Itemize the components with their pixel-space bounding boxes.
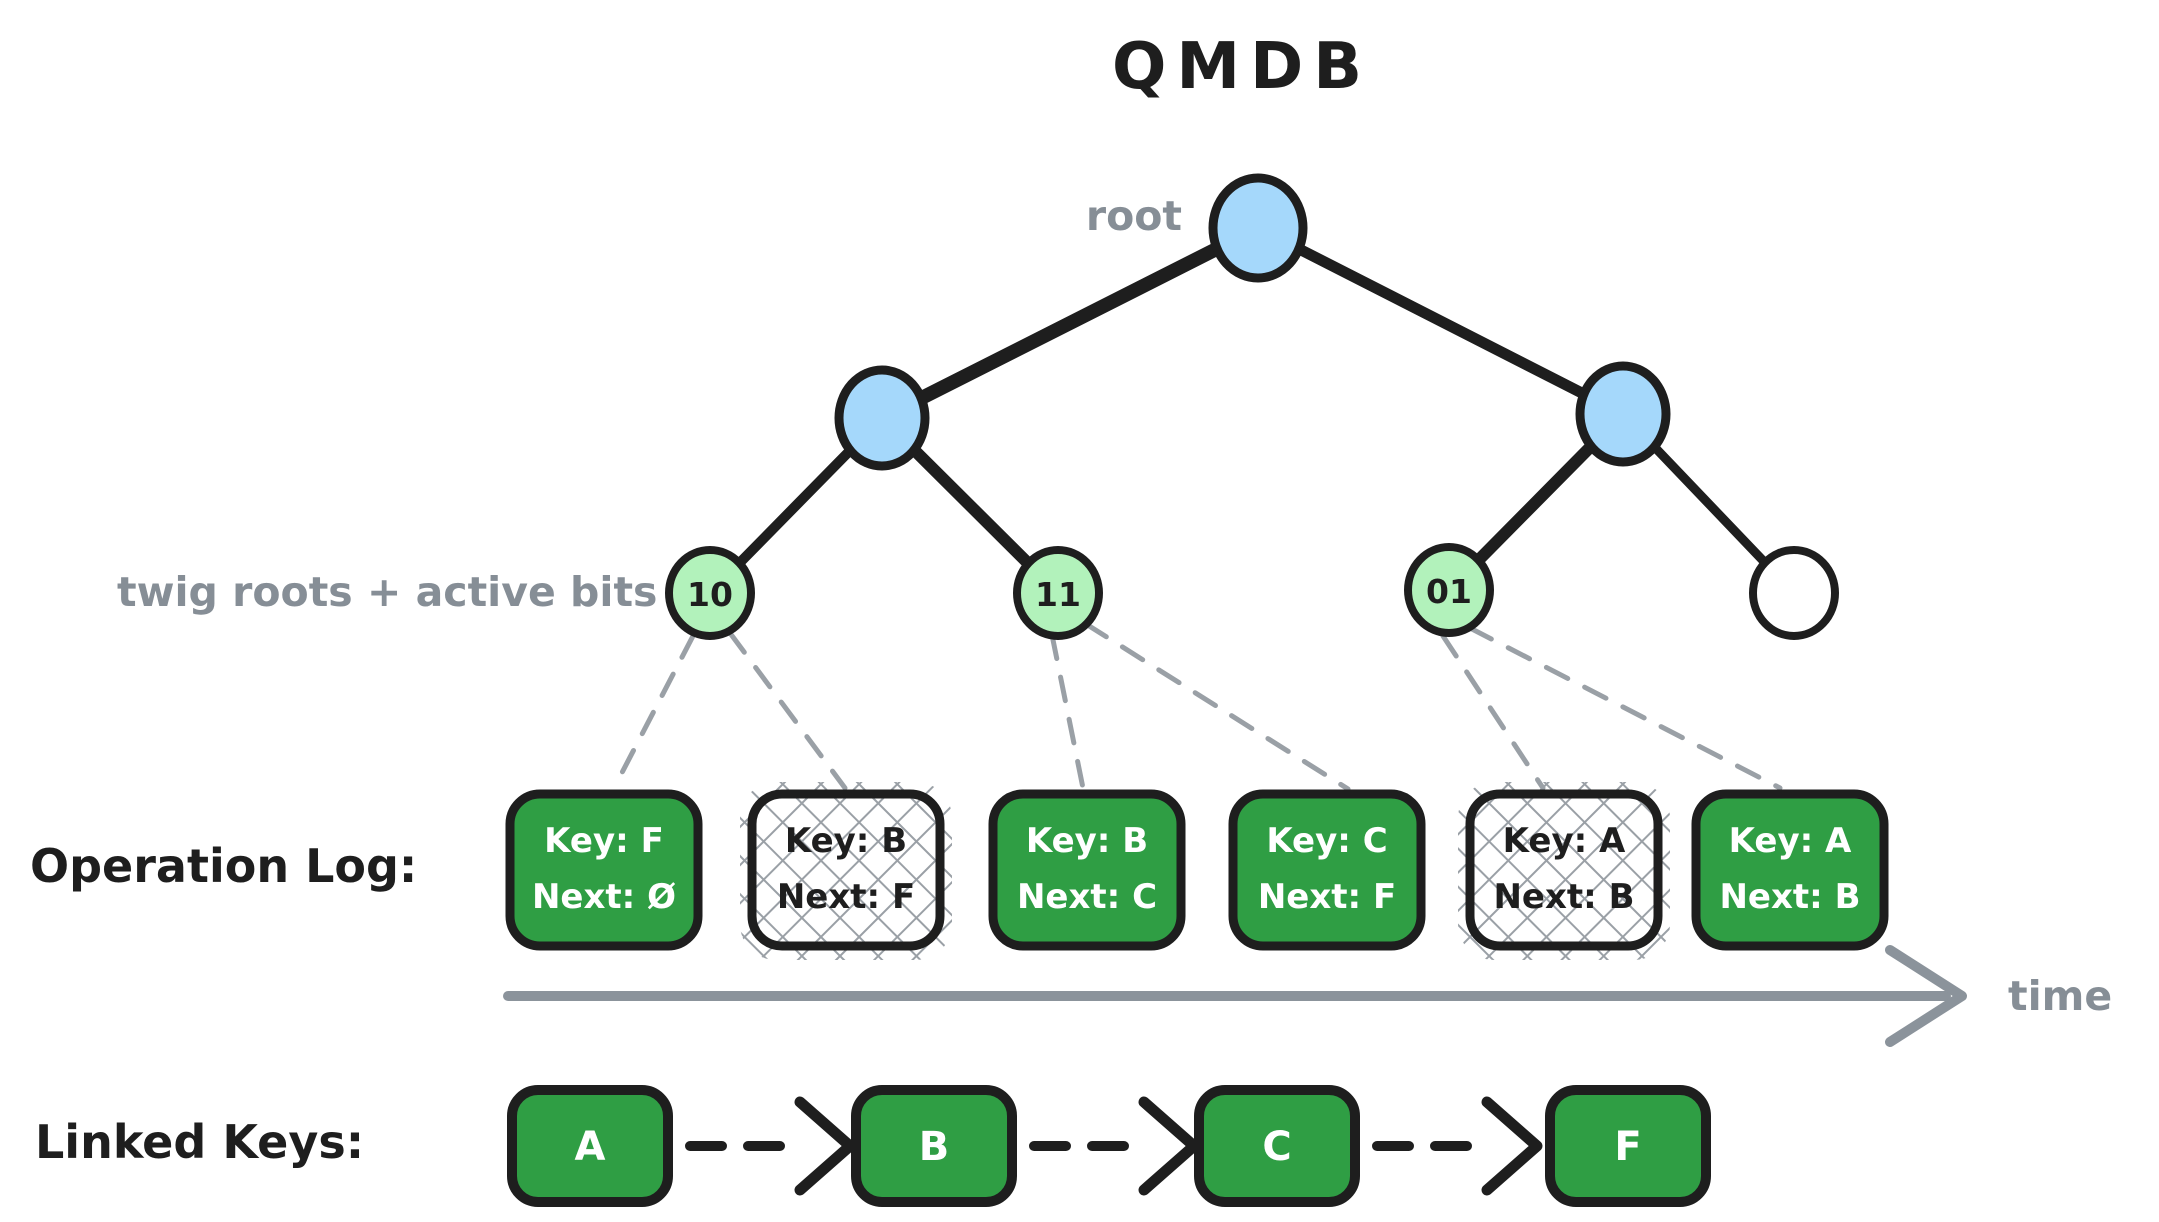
linked-key-box-c: C [1194,1085,1360,1207]
arrowhead-icon [1138,1096,1200,1196]
twig-node-label: 10 [687,575,733,614]
linked-key-letter: A [575,1124,606,1170]
twig-oplog-connector [611,633,696,791]
twig-oplog-connectors [611,621,1783,792]
internal-node-right [1575,361,1671,467]
linked-key-box-a: A [507,1085,673,1207]
twig-oplog-connector [1440,633,1546,791]
linked-key-arrow-bc [1029,1096,1200,1196]
hatch-overlay [1458,782,1670,960]
root-label: root [1086,192,1182,240]
linked-key-letter: C [1262,1124,1291,1170]
twig-oplog-connector [1467,625,1783,791]
oplog-card-key-text: Key: B [1026,821,1148,861]
hatch-overlay [740,782,952,960]
twig-node-label: 11 [1035,575,1081,614]
root-node [1208,173,1308,283]
twig-oplog-connector [1049,632,1086,791]
internal-node-left [834,365,930,471]
oplog-card-next-text: Next: B [1719,877,1860,917]
tree-edge [875,221,1265,425]
oplog-card-next-text: Next: Ø [532,877,676,917]
linked-key-arrow-cf [1372,1096,1543,1196]
time-axis-arrow [503,945,1967,1047]
linked-key-letter: B [919,1124,950,1170]
arrowhead-icon [794,1096,856,1196]
twig-node-01: 01 [1404,543,1494,637]
oplog-card-next-text: Next: C [1017,877,1157,917]
twig-oplog-connector [727,630,848,791]
arrowhead-icon [1481,1096,1543,1196]
linked-key-box-f: F [1545,1085,1711,1207]
linked-key-box-b: B [851,1085,1017,1207]
oplog-card-4: Key: C Next: F [1228,789,1426,951]
oplog-card-3: Key: B Next: C [988,789,1186,951]
oplog-card-5: Key: A Next: B [1458,782,1670,960]
oplog-card-next-text: Next: B [1493,877,1634,917]
oplog-card-key-text: Key: C [1266,821,1387,861]
oplog-card-1: Key: F Next: Ø [505,789,703,951]
linked-key-arrow-ab [685,1096,856,1196]
twig-node-label: 01 [1426,572,1472,611]
operation-log-label: Operation Log: [30,839,417,893]
oplog-card-next-text: Next: F [777,877,915,917]
diagram-title: QMDB [1112,30,1372,104]
oplog-card-next-text: Next: F [1258,877,1396,917]
twig-node-11: 11 [1013,546,1103,640]
oplog-card-key-text: Key: F [544,821,664,861]
twig-roots-label: twig roots + active bits [117,568,657,616]
oplog-card-key-text: Key: A [1503,821,1626,861]
oplog-card-key-text: Key: B [785,821,907,861]
twig-oplog-connector [1083,621,1351,792]
arrowhead-icon [1885,945,1967,1047]
twig-node-empty [1749,546,1839,640]
tree-edge [1252,222,1629,420]
oplog-card-6: Key: A Next: B [1691,789,1889,951]
linked-key-letter: F [1614,1124,1641,1170]
oplog-card-key-text: Key: A [1729,821,1852,861]
oplog-card-2: Key: B Next: F [740,782,952,960]
twig-node-10: 10 [665,546,755,640]
linked-keys-label: Linked Keys: [35,1115,364,1169]
time-label: time [2008,972,2112,1020]
